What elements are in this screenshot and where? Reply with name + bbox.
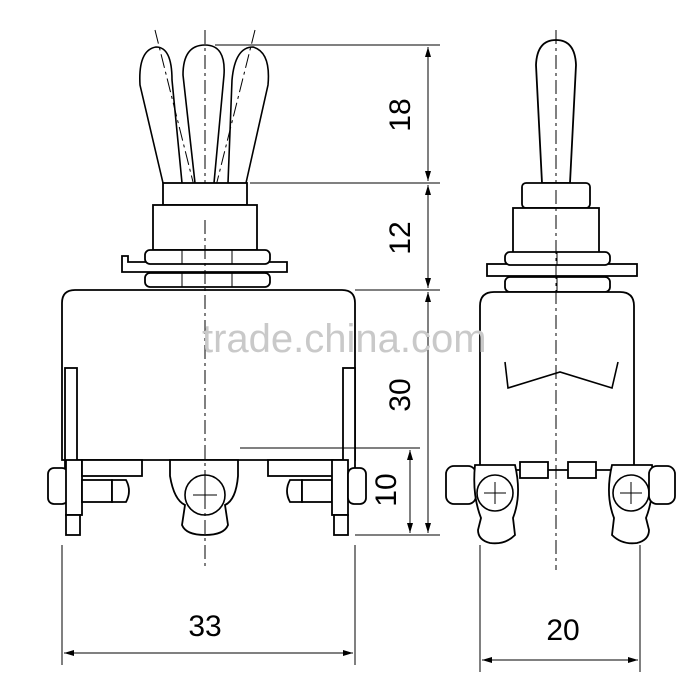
lever-positions (139, 29, 270, 231)
dim-body-height: 30 (384, 378, 417, 411)
dim-bushing-height: 12 (384, 221, 417, 254)
terminals (445, 461, 676, 545)
hex-nut (504, 251, 611, 293)
dim-terminal-height: 10 (370, 473, 403, 506)
dim-body-width-side: 20 (546, 614, 579, 647)
housing (479, 291, 635, 471)
hex-nut (144, 249, 271, 288)
housing-rib (504, 361, 619, 390)
housing (61, 289, 356, 481)
bushing (152, 182, 258, 251)
watermark: trade.china.com (202, 317, 487, 361)
front-view (47, 29, 367, 570)
dim-lever-length: 18 (384, 98, 417, 131)
dim-body-width-front: 33 (188, 610, 221, 643)
side-view (445, 30, 676, 570)
terminals (47, 459, 367, 536)
dimension-lines (61, 44, 641, 672)
